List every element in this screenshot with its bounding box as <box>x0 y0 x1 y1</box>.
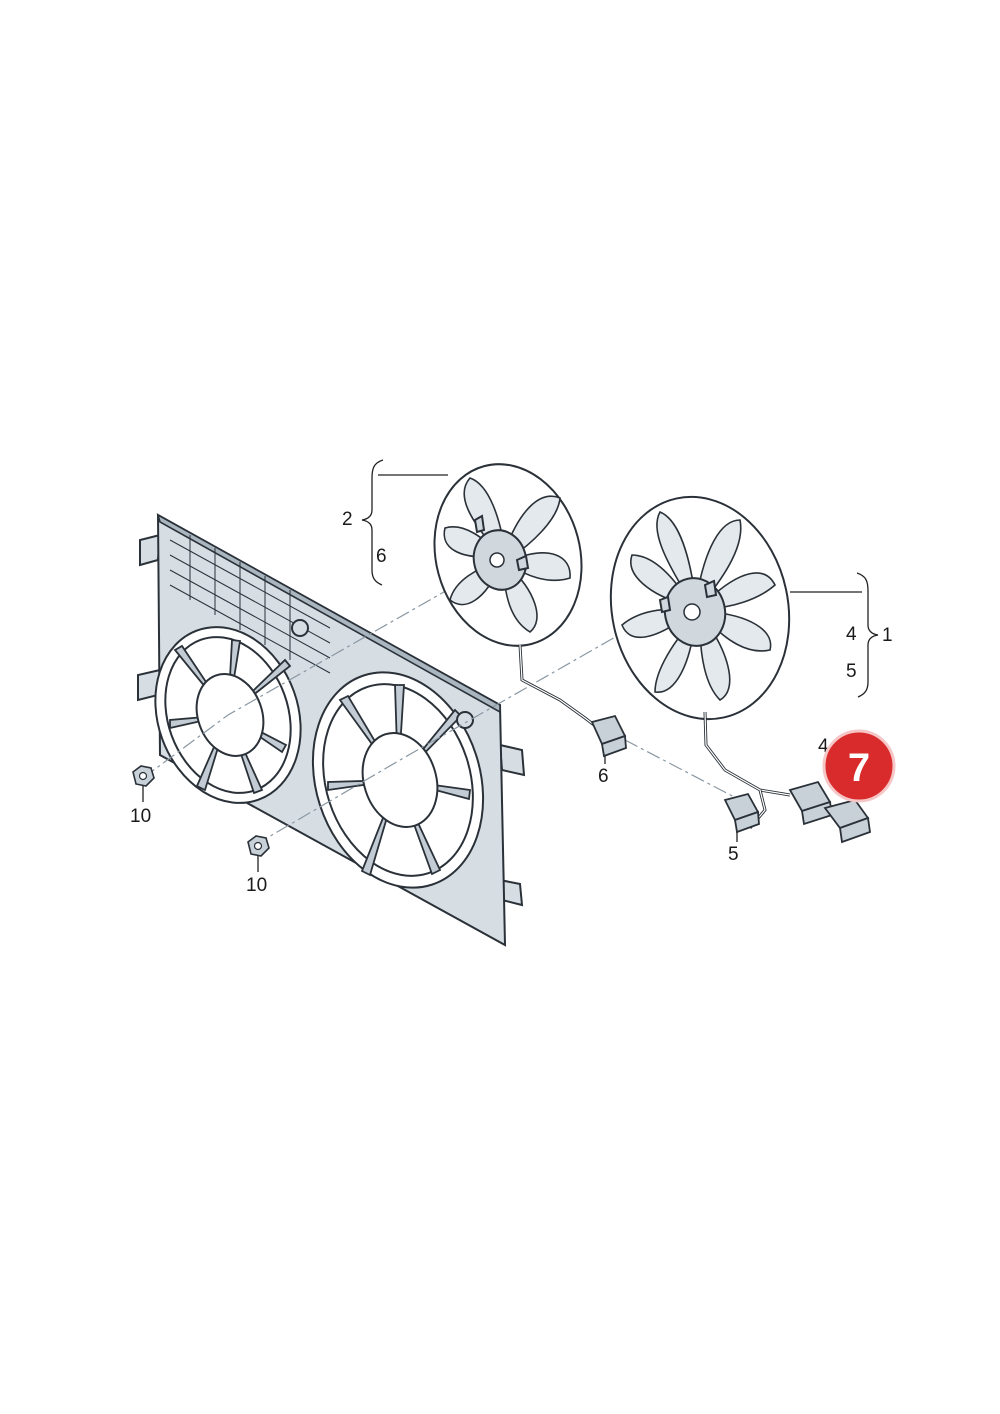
shroud-right-hub-ring <box>361 732 439 828</box>
label-fan2-lower: 5 <box>846 661 857 682</box>
label-connector-6: 6 <box>598 766 609 787</box>
highlight-badge: 7 <box>822 729 896 803</box>
label-connector-5: 5 <box>728 844 739 865</box>
shroud-tab-right <box>498 743 526 777</box>
fan-shroud <box>137 513 526 947</box>
small-fan <box>433 463 599 730</box>
label-connector-4: 4 <box>818 736 829 757</box>
leader-lines <box>142 459 879 872</box>
connector-4 <box>788 780 834 826</box>
badge-circle <box>822 729 896 803</box>
nut-left <box>132 765 155 787</box>
connector-5 <box>723 792 760 834</box>
label-fan2-upper: 4 <box>846 624 857 645</box>
large-fan-stud <box>703 579 718 599</box>
label-nut-bottom: 10 <box>246 875 267 896</box>
assembly-axes <box>142 559 741 846</box>
label-fan1-upper: 2 <box>342 509 353 530</box>
label-fan2-group: 1 <box>882 625 893 646</box>
shroud-boss-top <box>291 619 309 637</box>
small-fan-stud <box>473 514 486 534</box>
label-fan1-lower: 6 <box>376 546 387 567</box>
badge-number: 7 <box>848 746 870 790</box>
connector-6 <box>590 714 627 758</box>
connector-7 <box>823 798 871 844</box>
large-fan <box>609 495 791 829</box>
shroud-boss-right <box>456 711 474 729</box>
shroud-left-hub-ring <box>195 673 265 757</box>
label-nut-left: 10 <box>130 806 151 827</box>
nut-bottom <box>247 835 270 857</box>
shroud-tab-top-left <box>139 533 162 567</box>
shroud-top-edge <box>156 513 501 714</box>
